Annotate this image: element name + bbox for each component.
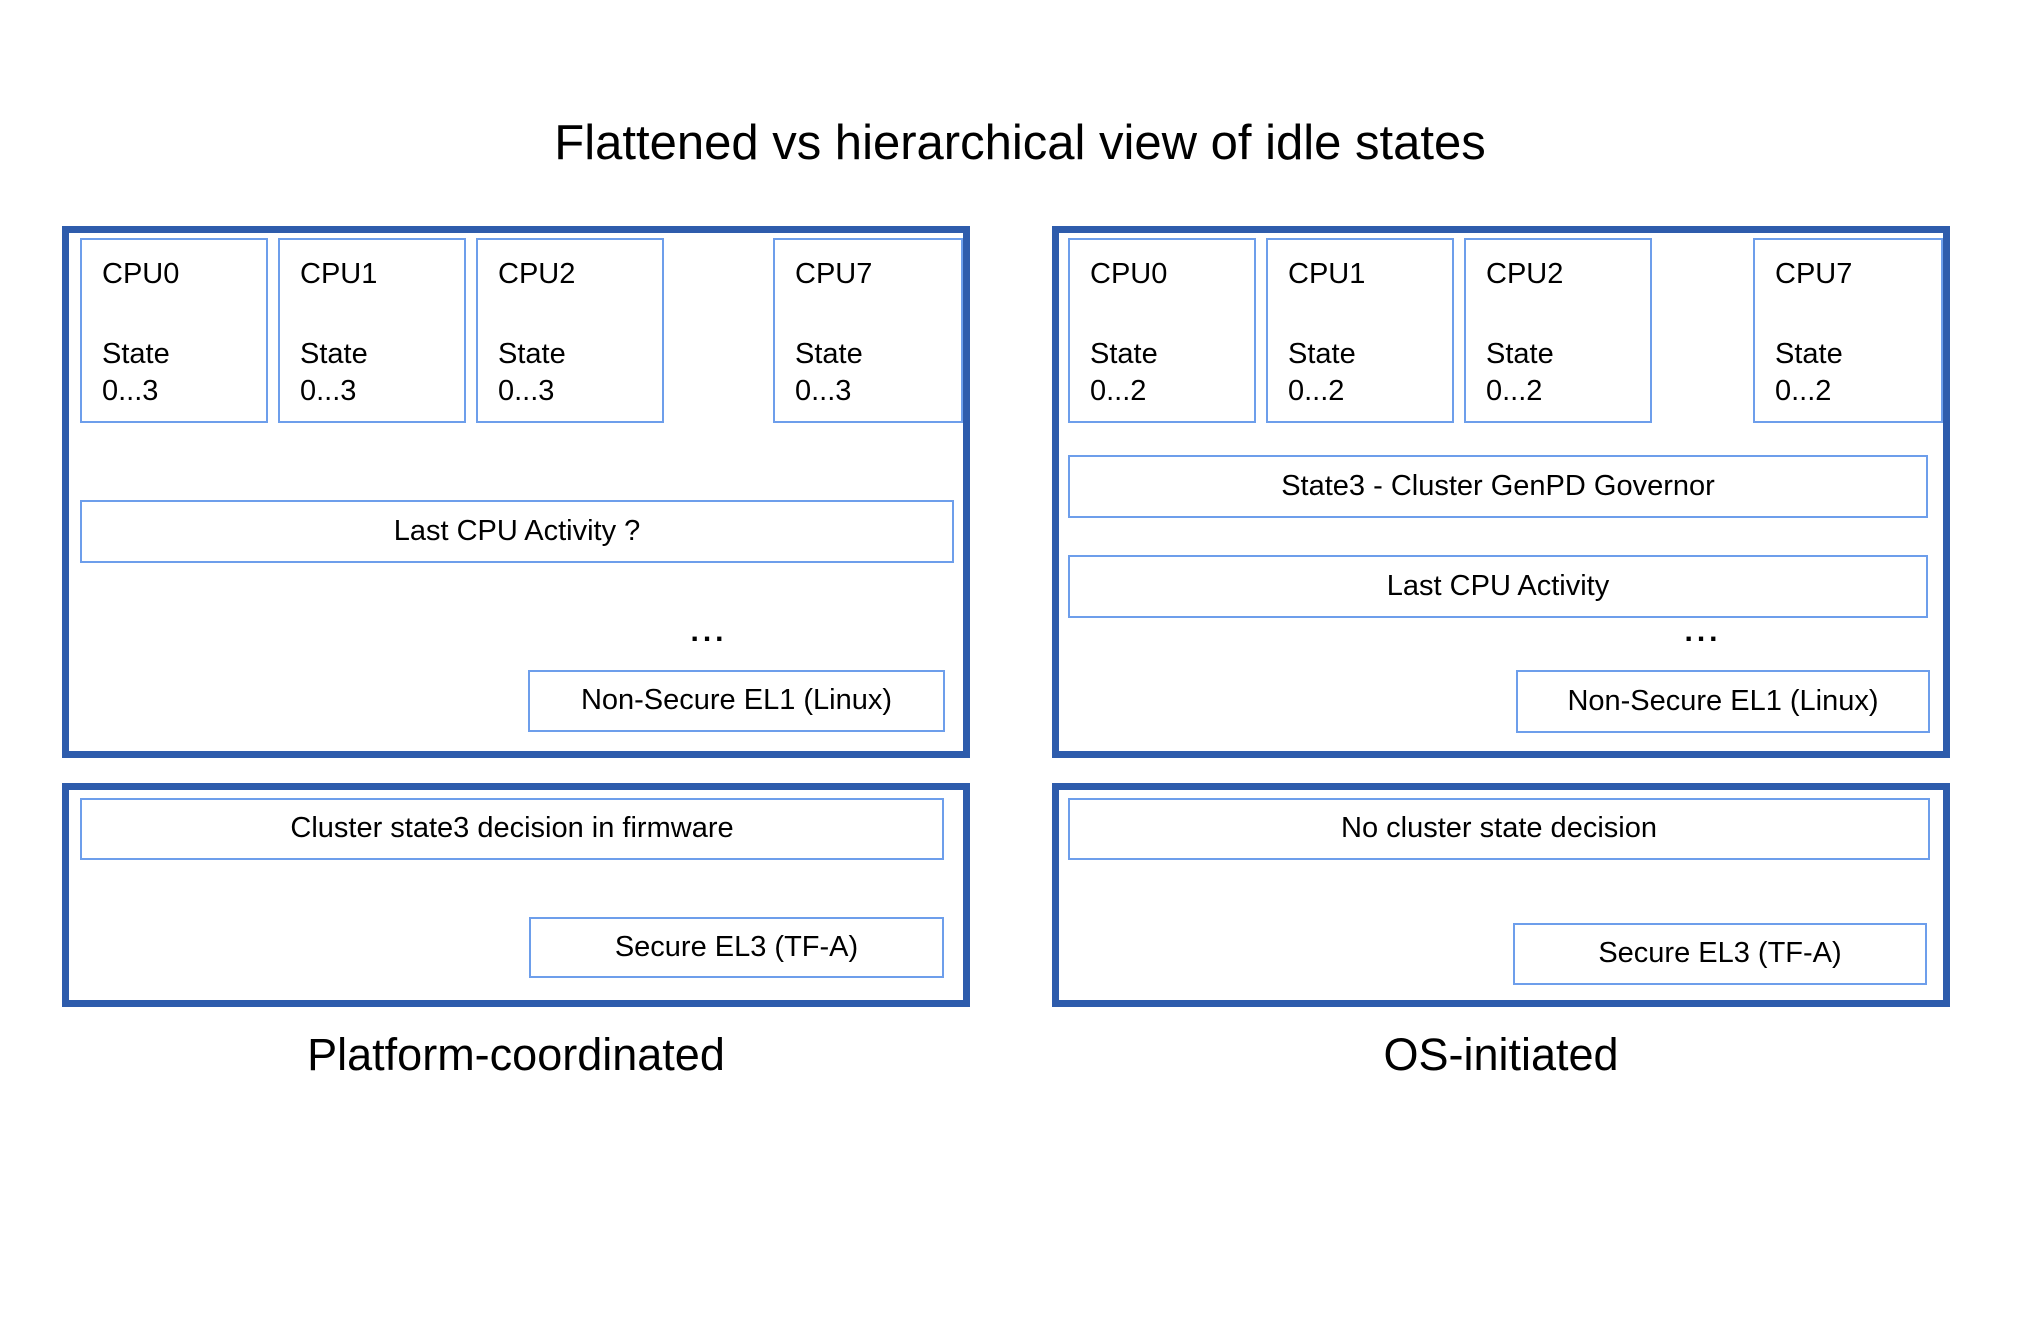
no-cluster-decision-box: No cluster state decision [1068,798,1930,860]
right-nonsecure-el1-box: Non-Secure EL1 (Linux) [1516,670,1930,733]
right-cpu0-box: CPU0 State 0...2 [1068,238,1256,423]
right-nonsecure-panel: CPU0 State 0...2 CPU1 State 0...2 CPU2 S… [1052,226,1950,758]
platform-coordinated-label: Platform-coordinated [307,1029,725,1080]
right-cpu1-box: CPU1 State 0...2 [1266,238,1454,423]
left-nonsecure-panel: CPU0 State 0...3 CPU1 State 0...3 CPU2 S… [62,226,970,758]
cpu-name: CPU0 [1090,258,1168,290]
left-cpu0-box: CPU0 State 0...3 [80,238,268,423]
cpu-state-range: State 0...3 [498,337,566,408]
cpu-name: CPU7 [1775,258,1853,290]
cpu-state-range: State 0...2 [1486,337,1554,408]
left-cpu-ellipsis: ... [690,615,728,648]
left-cpu7-box: CPU7 State 0...3 [773,238,963,423]
cpu-name: CPU0 [102,258,180,290]
cpu-state-range: State 0...3 [795,337,863,408]
left-cpu2-box: CPU2 State 0...3 [476,238,664,423]
cpu-name: CPU7 [795,258,873,290]
left-secure-el3-box: Secure EL3 (TF-A) [529,917,944,978]
cpu-state-range: State 0...3 [300,337,368,408]
cpu-state-range: State 0...2 [1775,337,1843,408]
cpu-name: CPU1 [300,258,378,290]
right-cpu7-box: CPU7 State 0...2 [1753,238,1943,423]
cpu-name: CPU2 [498,258,576,290]
cluster-genpd-governor-box: State3 - Cluster GenPD Governor [1068,455,1928,518]
cluster-firmware-decision-box: Cluster state3 decision in firmware [80,798,944,860]
cpu-name: CPU2 [1486,258,1564,290]
os-initiated-label: OS-initiated [1383,1029,1619,1080]
cpu-name: CPU1 [1288,258,1366,290]
right-secure-panel: No cluster state decision Secure EL3 (TF… [1052,783,1950,1007]
cpu-state-range: State 0...2 [1288,337,1356,408]
page-title: Flattened vs hierarchical view of idle s… [554,116,1486,170]
right-secure-el3-box: Secure EL3 (TF-A) [1513,923,1927,985]
left-nonsecure-el1-box: Non-Secure EL1 (Linux) [528,670,945,732]
left-cpu1-box: CPU1 State 0...3 [278,238,466,423]
last-cpu-activity-question-box: Last CPU Activity ? [80,500,954,563]
cpu-state-range: State 0...2 [1090,337,1158,408]
last-cpu-activity-box: Last CPU Activity [1068,555,1928,618]
right-cpu-ellipsis: ... [1684,615,1722,648]
right-cpu2-box: CPU2 State 0...2 [1464,238,1652,423]
left-secure-panel: Cluster state3 decision in firmware Secu… [62,783,970,1007]
cpu-state-range: State 0...3 [102,337,170,408]
